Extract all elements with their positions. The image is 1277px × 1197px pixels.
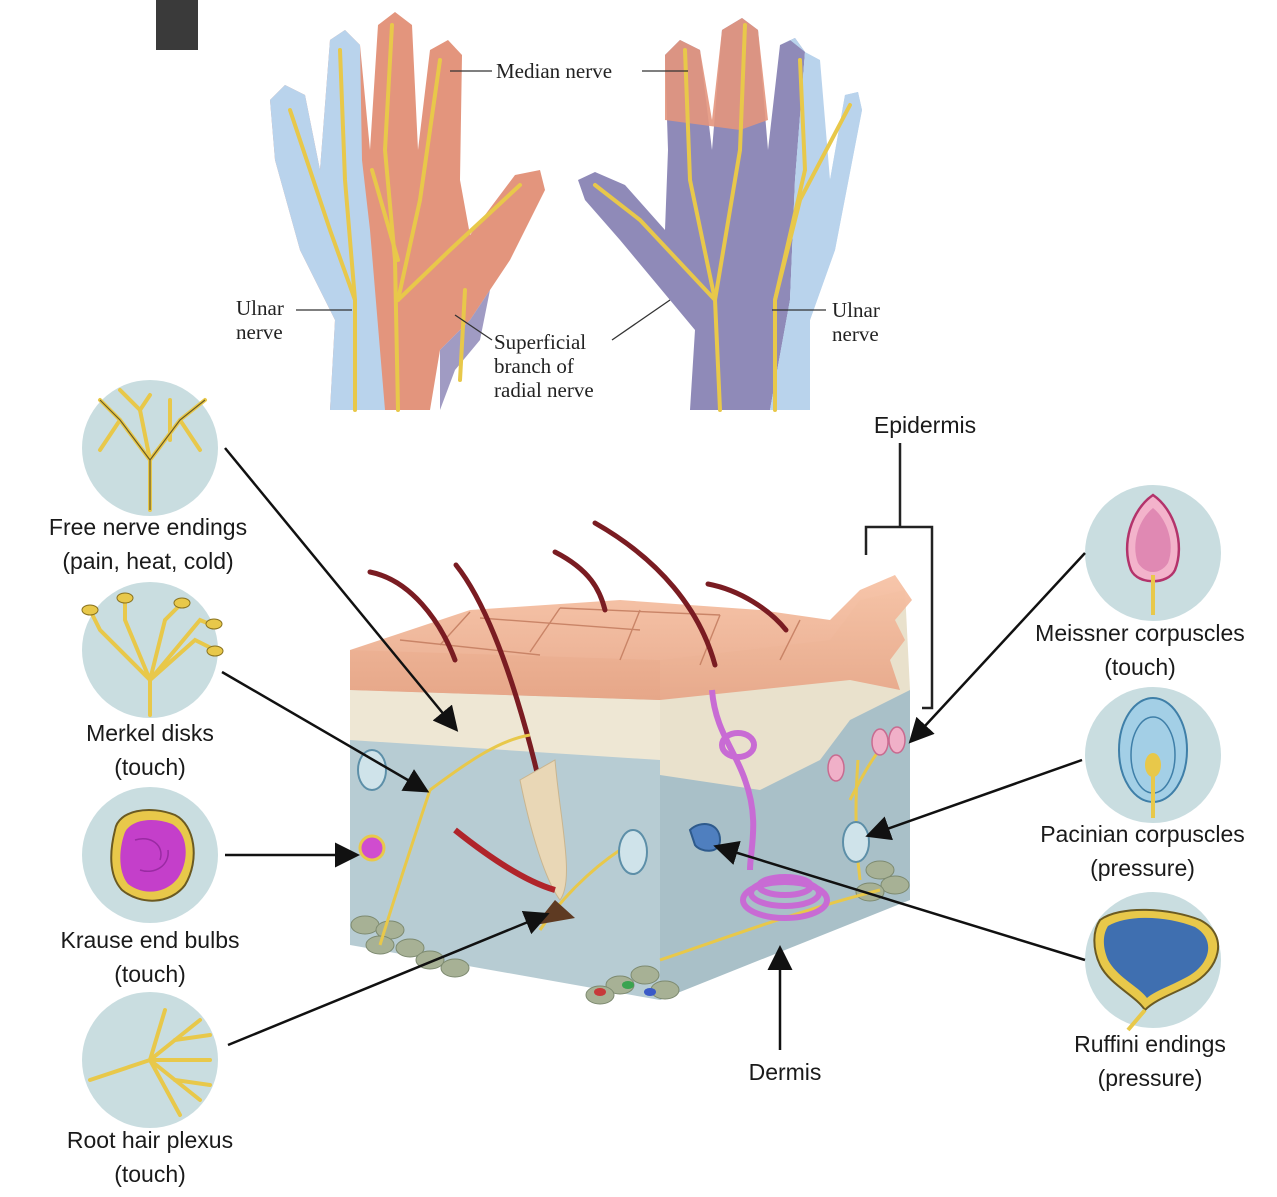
free-nerve-endings-illustration — [82, 380, 218, 516]
right-hand-median-zone — [665, 18, 768, 130]
pacinian-corpuscles-illustration — [1085, 687, 1221, 823]
skin-block — [350, 523, 912, 1004]
root-hair-plexus-label: Root hair plexus(touch) — [15, 1123, 285, 1191]
meissner-corpuscles-label: Meissner corpuscles(touch) — [1005, 616, 1275, 684]
ruffini-endings-illustration — [1085, 892, 1221, 1030]
arrow-free-nerve — [225, 448, 455, 728]
dermis-label: Dermis — [715, 1055, 855, 1089]
krause-end-bulbs-illustration — [82, 787, 218, 923]
krause-end-bulbs-label: Krause end bulbs(touch) — [15, 923, 285, 991]
pacinian-corpuscles-label: Pacinian corpuscles(pressure) — [1010, 817, 1275, 885]
ruffini-endings-label: Ruffini endings(pressure) — [1030, 1027, 1270, 1095]
epidermis-top-surface — [350, 575, 912, 700]
right-hand — [578, 18, 862, 410]
epidermis-label: Epidermis — [855, 408, 995, 442]
free-nerve-endings-label: Free nerve endings(pain, heat, cold) — [8, 510, 288, 578]
root-hair-plexus-illustration — [82, 992, 218, 1128]
merkel-disks-illustration — [82, 582, 223, 718]
meissner-corpuscles-illustration — [1085, 485, 1221, 621]
merkel-disks-label: Merkel disks(touch) — [20, 716, 280, 784]
median-nerve-label: Median nerve — [496, 59, 612, 83]
